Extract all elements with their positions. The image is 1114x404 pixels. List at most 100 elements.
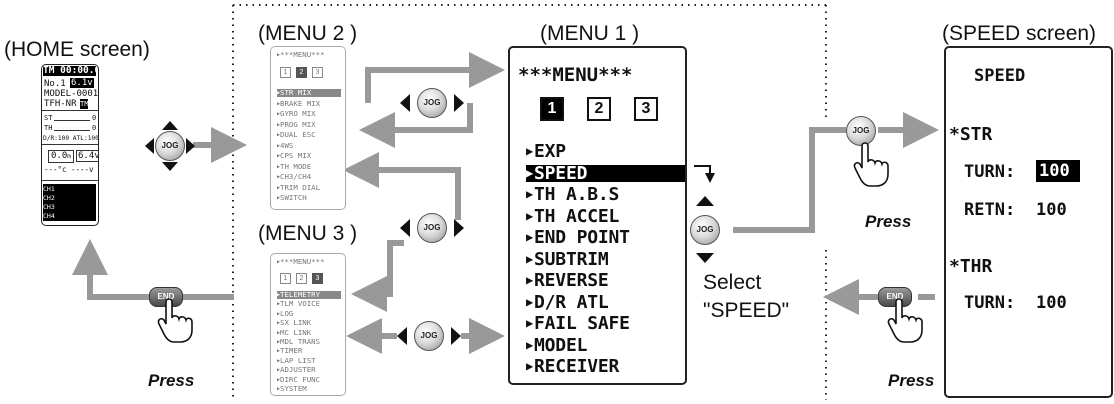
press-label-speed: Press	[888, 371, 935, 390]
jog-button-icon[interactable]: JOG	[414, 321, 444, 351]
menu1-jog-ud[interactable]: JOG	[687, 196, 723, 264]
home-temp: ---°c	[44, 165, 67, 174]
menu1-item[interactable]: MODEL	[526, 336, 587, 354]
menu3-item[interactable]: DIRC FUNC	[277, 375, 320, 384]
home-ch1: CH1	[43, 184, 96, 194]
menu1-item[interactable]: RECEIVER	[526, 358, 619, 376]
menu1-item[interactable]: TH A.B.S	[526, 186, 619, 204]
menu1-page-1[interactable]: 1	[540, 97, 564, 121]
menu1-item[interactable]: END POINT	[526, 229, 630, 247]
speed-str-header: *STR	[949, 124, 993, 145]
home-rx-mode: TM	[80, 99, 89, 109]
home-timer: TM 00:00.00	[43, 65, 98, 76]
menu2-page-2: 2	[296, 67, 307, 78]
home-model-name: MODEL-0001	[44, 89, 99, 99]
home-model-no: No.1	[44, 79, 66, 89]
menu3-item[interactable]: SX LINK	[277, 319, 311, 327]
menu2-item[interactable]: GYRO MIX	[277, 110, 316, 118]
menu1-header: ***MENU***	[518, 64, 633, 86]
menu2-item[interactable]: TRIM DIAL	[277, 183, 320, 192]
home-ch3: CH3	[43, 202, 96, 212]
home-screen: TM 00:00.00 No.1 6.1v MODEL-0001 TFH-NR …	[41, 64, 99, 226]
menu1-page-2[interactable]: 2	[587, 97, 611, 121]
speed-str-turn-label: TURN:	[964, 162, 1016, 182]
home-rpm: ----v	[71, 165, 94, 174]
menu1-item[interactable]: SPEED	[526, 164, 685, 182]
menu2-item[interactable]: BRAKE MIX	[277, 99, 320, 108]
home-rx-voltage: 6.4v	[76, 150, 98, 162]
home-ch2: CH2	[43, 193, 96, 203]
menu1-item[interactable]: D/R ATL	[526, 293, 609, 311]
home-th-value: 0	[92, 124, 97, 132]
jog-button-icon[interactable]: JOG	[690, 215, 720, 245]
menu2-item[interactable]: DUAL ESC	[277, 131, 316, 139]
jog-button-icon[interactable]: JOG	[155, 131, 185, 161]
menu3-item[interactable]: TLM VOICE	[277, 300, 320, 308]
jog-button-icon[interactable]: JOG	[417, 213, 447, 243]
select-label-line1: Select	[703, 271, 762, 294]
menu1-item[interactable]: REVERSE	[526, 272, 609, 290]
menu1-item[interactable]: FAIL SAFE	[526, 315, 630, 333]
menu1-screen: ***MENU*** 1 2 3 EXP SPEED TH A.B.S TH ACCE…	[508, 46, 687, 385]
menu3-page-2: 2	[296, 273, 307, 284]
jog-press-button[interactable]: JOG	[846, 116, 876, 146]
menu3-item[interactable]: ADJUSTER	[277, 366, 316, 374]
pointing-hand-icon	[887, 298, 923, 343]
speed-str-turn-value[interactable]: 100	[1036, 160, 1080, 182]
home-dr-atl: D/R:100 ATL:100	[43, 135, 99, 142]
home-jog-4way[interactable]: JOG	[145, 121, 195, 171]
menu3-item[interactable]: LAP LIST	[277, 356, 316, 365]
menu2-item[interactable]: SWITCH	[277, 194, 307, 202]
menu1-label: (MENU 1 )	[540, 22, 640, 45]
home-receiver-type: TFH-NR	[44, 99, 77, 109]
speed-thr-turn-value[interactable]: 100	[1036, 293, 1067, 313]
menu3-item[interactable]: TIMER	[277, 347, 302, 355]
menu2-page-3: 3	[312, 67, 323, 78]
menu3-jog-lr[interactable]: JOG	[400, 211, 464, 245]
menu3-item[interactable]: MDL TRANS	[277, 338, 320, 346]
menu3-label: (MENU 3 )	[258, 222, 358, 245]
menu1-item[interactable]: EXP	[526, 143, 566, 161]
menu2-item[interactable]: CH3/CH4	[277, 173, 311, 181]
menu2-item[interactable]: CPS MIX	[277, 152, 311, 160]
menu3-item[interactable]: MC LINK	[277, 328, 311, 337]
menu3-page-1: 1	[280, 273, 291, 284]
speed-thr-header: *THR	[949, 256, 993, 277]
speed-title: SPEED	[974, 66, 1026, 86]
menu-bottom-jog-lr[interactable]: JOG	[397, 319, 461, 353]
menu2-header: ***MENU***	[277, 51, 325, 59]
home-th-label: TH	[44, 124, 53, 132]
home-st-value: 0	[92, 114, 97, 122]
pointing-hand-icon	[853, 142, 889, 187]
menu2-item[interactable]: STR MIX	[277, 89, 341, 97]
home-ch4: CH4	[43, 211, 96, 221]
speed-str-retn-value[interactable]: 100	[1036, 200, 1067, 220]
menu3-page-3: 3	[312, 273, 323, 284]
speed-screen: SPEED *STR TURN: 100 RETN: 100 *THR TURN…	[944, 46, 1113, 398]
menu3-header: ***MENU***	[277, 258, 325, 266]
jog-button-icon[interactable]: JOG	[417, 88, 447, 118]
menu1-item[interactable]: SUBTRIM	[526, 250, 609, 268]
press-label-home: Press	[148, 371, 195, 390]
menu2-item[interactable]: 4WS	[277, 141, 293, 150]
home-voltage: 6.1v	[70, 78, 94, 88]
press-label-jog: Press	[865, 212, 912, 231]
end-button-speed[interactable]: END	[878, 287, 912, 307]
menu2-screen: ***MENU*** 1 2 3 STR MIXBRAKE MIXGYRO MI…	[270, 46, 346, 210]
menu2-label: (MENU 2 )	[258, 22, 358, 45]
menu3-item[interactable]: SYSTEM	[277, 385, 307, 393]
menu3-item[interactable]: TELEMETRY	[277, 291, 341, 299]
speed-thr-turn-label: TURN:	[964, 293, 1016, 313]
speed-str-retn-label: RETN:	[964, 200, 1016, 220]
speed-screen-label: (SPEED screen)	[942, 22, 1097, 45]
menu2-jog-lr[interactable]: JOG	[400, 86, 464, 120]
home-screen-label: (HOME screen)	[4, 38, 150, 61]
menu3-item[interactable]: LOG	[277, 309, 293, 318]
menu1-item[interactable]: TH ACCEL	[526, 207, 619, 225]
menu2-item[interactable]: PROG MIX	[277, 120, 316, 129]
menu1-page-3[interactable]: 3	[634, 97, 658, 121]
home-st-label: ST	[44, 114, 53, 122]
menu2-item[interactable]: TH MODE	[277, 162, 311, 171]
menu3-screen: ***MENU*** 1 2 3 TELEMETRYTLM VOICELOGSX…	[270, 253, 346, 396]
